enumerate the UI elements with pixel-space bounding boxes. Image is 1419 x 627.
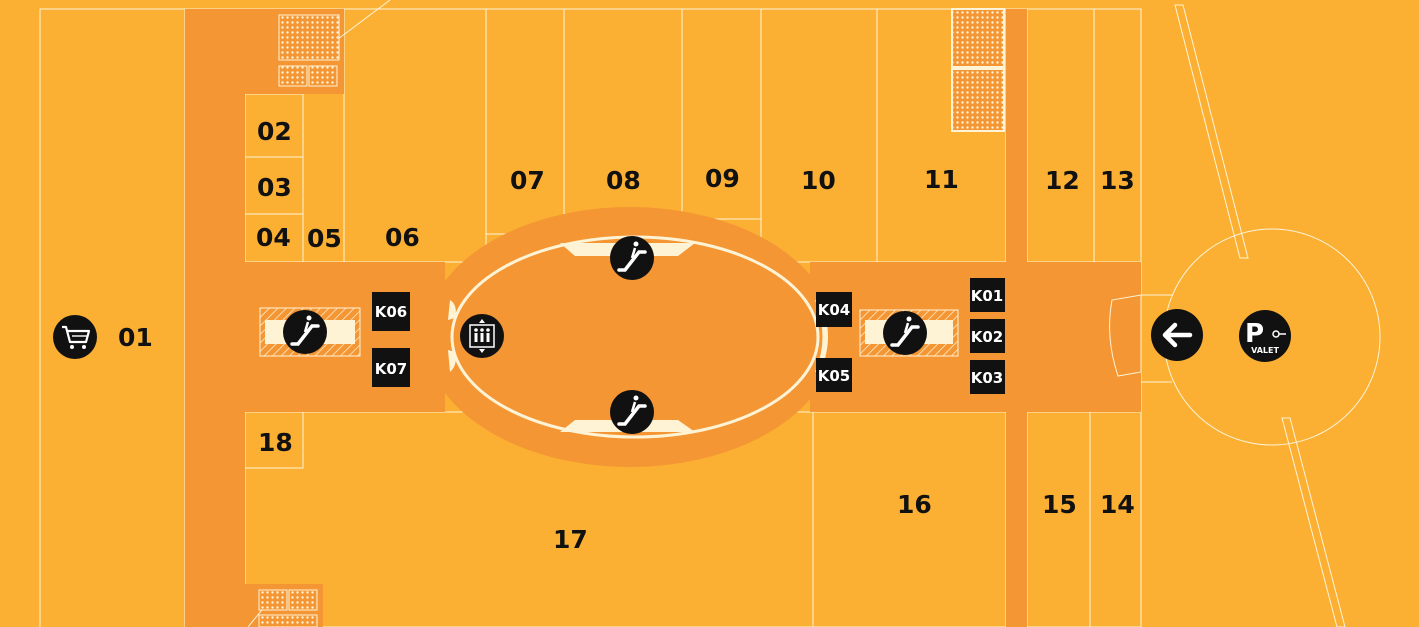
valet-parking-icon[interactable]: P VALET xyxy=(1239,310,1291,362)
service-block-nw-3 xyxy=(308,65,338,87)
kiosk-k01[interactable]: K01 xyxy=(970,278,1005,312)
unit-label-08: 08 xyxy=(606,166,641,195)
entrance-doors xyxy=(1109,294,1142,377)
unit-labels: 01 02 03 04 05 06 07 08 09 10 11 12 13 1… xyxy=(118,117,1135,554)
unit-15[interactable] xyxy=(1026,411,1091,627)
unit-label-03: 03 xyxy=(257,173,292,202)
kiosk-k04[interactable]: K04 xyxy=(816,292,852,327)
west-corridor xyxy=(185,9,245,627)
kiosk-label-k06: K06 xyxy=(375,303,408,321)
unit-01[interactable] xyxy=(39,8,186,627)
kiosk-label-k01: K01 xyxy=(971,287,1004,305)
unit-label-12: 12 xyxy=(1045,166,1080,195)
unit-09[interactable] xyxy=(681,8,762,220)
unit-label-02: 02 xyxy=(257,117,292,146)
service-block-ne-2 xyxy=(951,68,1005,132)
service-block-sw-2 xyxy=(288,589,318,611)
escalator-icon-east[interactable] xyxy=(883,311,927,355)
road-north xyxy=(1174,4,1249,259)
service-block-sw-3 xyxy=(258,614,318,627)
unit-16[interactable] xyxy=(812,411,1007,627)
unit-10[interactable] xyxy=(760,8,878,263)
atrium-balcony-west-bottom xyxy=(448,350,456,372)
service-block-sw-1 xyxy=(258,589,288,611)
unit-label-01: 01 xyxy=(118,323,153,352)
kiosk-k05[interactable]: K05 xyxy=(816,358,852,392)
kiosk-label-k04: K04 xyxy=(818,301,851,319)
kiosk-label-k03: K03 xyxy=(971,369,1004,387)
escalator-icon-south[interactable] xyxy=(610,390,654,434)
unit-label-16: 16 xyxy=(897,490,932,519)
elevator-icon[interactable] xyxy=(460,314,504,358)
kiosk-label-k07: K07 xyxy=(375,360,408,378)
unit-label-15: 15 xyxy=(1042,490,1077,519)
valet-label: VALET xyxy=(1251,346,1279,355)
service-block-nw-2 xyxy=(278,65,308,87)
unit-label-04: 04 xyxy=(256,223,291,252)
unit-07[interactable] xyxy=(485,8,565,235)
unit-label-06: 06 xyxy=(385,223,420,252)
unit-label-10: 10 xyxy=(801,166,836,195)
service-block-nw-1 xyxy=(278,14,340,61)
kiosk-k06[interactable]: K06 xyxy=(372,292,410,331)
unit-label-11: 11 xyxy=(924,165,959,194)
unit-14[interactable] xyxy=(1089,411,1142,627)
unit-12[interactable] xyxy=(1026,8,1095,263)
escalator-icon-north[interactable] xyxy=(610,236,654,280)
unit-label-13: 13 xyxy=(1100,166,1135,195)
unit-label-18: 18 xyxy=(258,428,293,457)
arrow-left-icon[interactable] xyxy=(1151,309,1203,361)
unit-13[interactable] xyxy=(1093,8,1142,263)
unit-label-14: 14 xyxy=(1100,490,1135,519)
kiosk-k03[interactable]: K03 xyxy=(970,360,1005,394)
unit-label-09: 09 xyxy=(705,164,740,193)
atrium-balcony-west-top xyxy=(448,300,456,320)
escalator-icon-west[interactable] xyxy=(283,310,327,354)
unit-label-17: 17 xyxy=(553,525,588,554)
unit-label-07: 07 xyxy=(510,166,545,195)
service-block-ne-1 xyxy=(951,8,1005,68)
cart-icon[interactable] xyxy=(53,315,97,359)
unit-08[interactable] xyxy=(563,8,683,215)
kiosk-label-k02: K02 xyxy=(971,328,1004,346)
units xyxy=(39,8,1142,627)
road-south xyxy=(1281,417,1346,627)
valet-letter: P xyxy=(1245,319,1264,349)
kiosk-k02[interactable]: K02 xyxy=(970,319,1005,353)
unit-label-05: 05 xyxy=(307,224,342,253)
kiosk-label-k05: K05 xyxy=(818,367,851,385)
kiosk-k07[interactable]: K07 xyxy=(372,348,410,387)
